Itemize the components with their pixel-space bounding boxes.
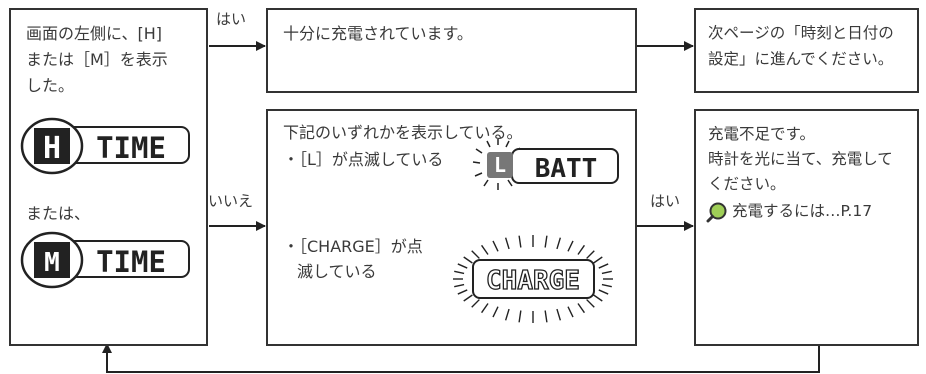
label-yes-top: はい: [216, 10, 247, 28]
blink-ray: [471, 250, 480, 259]
blink-ray: [504, 237, 510, 250]
condition-item-charge-line1: ・［CHARGE］が点: [283, 237, 423, 256]
start-condition-box: 画面の左側に、[H] または［M］を表示 した。 または、 H TIME M T…: [9, 8, 208, 346]
blink-ray: [598, 263, 609, 269]
lcd-h-word: TIME: [96, 131, 166, 165]
blink-ray: [593, 256, 603, 264]
lcd-m-word: TIME: [96, 245, 166, 279]
blink-ray: [471, 299, 480, 308]
blink-ray: [504, 308, 510, 321]
undercharged-line3: ください。: [708, 175, 786, 193]
blink-ray: [481, 303, 489, 314]
blink-ray: [586, 250, 595, 259]
blink-ray: [601, 283, 612, 288]
lcd-h-time-display: H TIME: [20, 117, 190, 175]
lcd-m-letter: M: [44, 248, 60, 278]
charge-reference-link[interactable]: 充電するには…P.17: [732, 202, 873, 220]
condition-item-charge-line2: 滅している: [297, 262, 377, 281]
blink-ray: [481, 244, 489, 255]
condition-item-l: ・［L］が点滅している: [283, 150, 444, 169]
undercharged-line1: 充電不足です。: [708, 125, 815, 143]
next-step-line2: 設定」に進んでください。: [708, 50, 894, 68]
magnifier-icon: [706, 202, 727, 223]
lcd-charge-word: CHARGE: [486, 266, 580, 296]
blink-ray: [492, 306, 499, 318]
blink-ray: [463, 294, 473, 302]
label-no: いいえ: [208, 192, 254, 210]
blink-ray: [556, 237, 562, 250]
blink-ray: [598, 289, 609, 295]
start-or-text: または、: [26, 204, 91, 223]
blink-ray: [577, 303, 585, 314]
blink-ray: [577, 244, 585, 255]
blink-ray: [492, 240, 499, 252]
lcd-batt-word: BATT: [535, 154, 598, 184]
blink-ray: [457, 289, 468, 295]
start-line2: または［M］を表示: [26, 50, 168, 69]
lcd-h-letter: H: [43, 131, 61, 166]
blink-ray: [601, 270, 612, 275]
lcd-m-time-display: M TIME: [20, 231, 190, 289]
next-step-box: 次ページの「時刻と日付の 設定」に進んでください。: [694, 8, 919, 93]
charge-blink-rays: [453, 235, 613, 323]
lcd-l-batt-display: L BATT: [472, 139, 619, 190]
next-step-line1: 次ページの「時刻と日付の: [708, 24, 894, 42]
start-line1: 画面の左側に、[H]: [26, 24, 163, 43]
blink-ray: [556, 308, 562, 321]
blink-ray: [457, 263, 468, 269]
blink-ray: [544, 235, 548, 248]
start-line3: した。: [26, 76, 75, 95]
blink-ray: [544, 310, 548, 323]
blink-ray: [567, 240, 574, 252]
blink-ray: [593, 294, 603, 302]
fully-charged-text: 十分に充電されています。: [283, 24, 473, 43]
label-yes-bottom: はい: [650, 192, 681, 210]
lcd-l-letter: L: [494, 153, 506, 177]
undercharged-line2: 時計を光に当て、充電して: [708, 150, 893, 168]
blink-ray: [463, 256, 473, 264]
blink-ray: [518, 235, 522, 248]
blink-ray: [454, 283, 465, 288]
blink-ray: [518, 310, 522, 323]
fully-charged-box: 十分に充電されています。: [266, 8, 637, 93]
blink-ray: [567, 306, 574, 318]
display-condition-box: 下記のいずれかを表示している。 ・［L］が点滅している ・［CHARGE］が点 …: [266, 109, 637, 346]
undercharged-box: 充電不足です。 時計を光に当て、充電して ください。 充電するには…P.17: [694, 109, 919, 346]
condition-heading: 下記のいずれかを表示している。: [283, 123, 523, 142]
loop-back-line: [102, 343, 820, 373]
blink-ray: [454, 270, 465, 275]
blink-ray: [586, 299, 595, 308]
lcd-charge-display: CHARGE: [453, 235, 613, 323]
